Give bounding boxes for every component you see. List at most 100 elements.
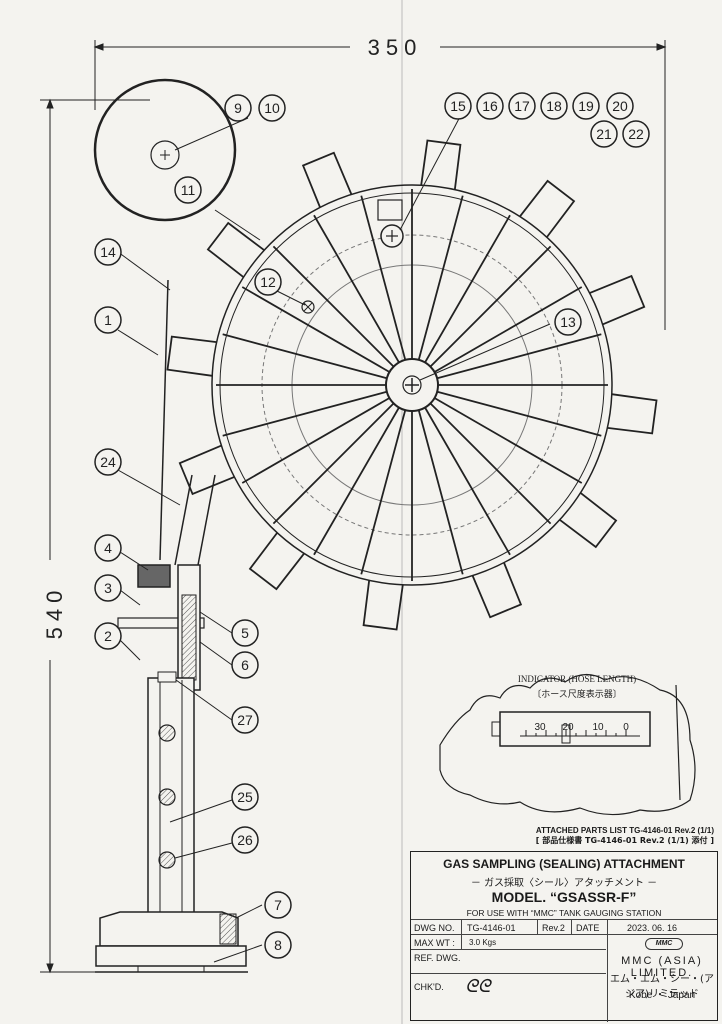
reel-paddle bbox=[166, 335, 217, 377]
reel-spoke bbox=[411, 384, 602, 437]
reel-spoke bbox=[411, 214, 511, 386]
svg-text:3: 3 bbox=[104, 580, 112, 596]
reel-spoke bbox=[241, 286, 413, 386]
reel-spoke bbox=[360, 384, 413, 575]
svg-text:20: 20 bbox=[612, 98, 628, 114]
width-dimension-text: 350 bbox=[368, 35, 423, 60]
reel-paddle bbox=[589, 274, 646, 326]
reel-spoke bbox=[360, 195, 413, 386]
indicator-label: INDICATOR (HOSE LENGTH) bbox=[518, 674, 636, 684]
svg-text:25: 25 bbox=[237, 789, 253, 805]
svg-text:5: 5 bbox=[241, 625, 249, 641]
callout-18: 18 bbox=[540, 92, 568, 120]
svg-text:12: 12 bbox=[260, 274, 276, 290]
callout-10: 10 bbox=[258, 94, 286, 122]
indicator-ticks bbox=[525, 730, 627, 736]
svg-text:17: 17 bbox=[514, 98, 530, 114]
parts-list-en: ATTACHED PARTS LIST TG-4146-01 Rev.2 (1/… bbox=[535, 826, 714, 835]
reel-spoke bbox=[411, 384, 552, 525]
checker-signature: ᘓᘓ bbox=[465, 976, 491, 997]
callout-1: 1 bbox=[94, 306, 122, 334]
chkd-label: CHK'D. bbox=[414, 982, 444, 992]
reel-arm bbox=[159, 279, 216, 566]
reel-spoke bbox=[313, 384, 413, 556]
screw-12 bbox=[301, 300, 315, 314]
ref-dwg-label: REF. DWG. bbox=[414, 953, 461, 963]
callout-16: 16 bbox=[476, 92, 504, 120]
reel-paddle bbox=[301, 151, 353, 208]
reel-spoke bbox=[222, 384, 413, 437]
callout-22: 22 bbox=[622, 120, 650, 148]
reel-paddle bbox=[559, 492, 618, 549]
parts-list-jp: [ 部品仕様書 TG-4146-01 Rev.2 (1/1) 添付 ] bbox=[535, 836, 714, 845]
drawing-title-jp: － ガス採取〈シール〉アタッチメント － bbox=[470, 878, 658, 889]
detail-circle bbox=[93, 78, 261, 241]
knob-15 bbox=[377, 199, 404, 248]
company-logo: MMC bbox=[645, 938, 683, 950]
svg-text:13: 13 bbox=[560, 314, 576, 330]
callout-3: 3 bbox=[94, 574, 122, 602]
max-wt-label: MAX WT : bbox=[414, 938, 455, 948]
title-block: GAS SAMPLING (SEALING) ATTACHMENT － ガス採取… bbox=[410, 851, 718, 1022]
svg-text:15: 15 bbox=[450, 98, 466, 114]
callout-9: 9 bbox=[224, 94, 252, 122]
reel-spoke bbox=[411, 333, 602, 386]
callout-25: 25 bbox=[231, 783, 259, 811]
drawing-title: GAS SAMPLING (SEALING) ATTACHMENT bbox=[443, 857, 685, 871]
indicator-scale-10: 10 bbox=[592, 722, 604, 733]
reel-spoke bbox=[313, 214, 413, 386]
reel-paddle bbox=[471, 562, 523, 619]
svg-text:7: 7 bbox=[274, 897, 282, 913]
callout-26: 26 bbox=[231, 826, 259, 854]
indicator-inset bbox=[439, 673, 696, 816]
indicator-scale-20: 20 bbox=[562, 722, 574, 733]
reel-paddle bbox=[178, 444, 235, 496]
revision: Rev.2 bbox=[542, 923, 565, 933]
reel-paddle bbox=[362, 580, 404, 631]
svg-text:21: 21 bbox=[596, 126, 612, 142]
svg-text:19: 19 bbox=[578, 98, 594, 114]
svg-text:26: 26 bbox=[237, 832, 253, 848]
hose-reel bbox=[166, 139, 658, 631]
svg-text:10: 10 bbox=[264, 100, 280, 116]
callout-19: 19 bbox=[572, 92, 600, 120]
for-use-note: FOR USE WITH “MMC” TANK GAUGING STATION bbox=[466, 908, 662, 918]
reel-spoke bbox=[272, 245, 413, 386]
callout-15: 15 bbox=[444, 92, 472, 120]
callout-17: 17 bbox=[508, 92, 536, 120]
svg-text:6: 6 bbox=[241, 657, 249, 673]
width-dimension bbox=[93, 40, 667, 330]
callout-21: 21 bbox=[590, 120, 618, 148]
svg-text:8: 8 bbox=[274, 937, 282, 953]
svg-text:9: 9 bbox=[234, 100, 242, 116]
reel-paddle bbox=[248, 532, 305, 591]
callout-5: 5 bbox=[231, 619, 259, 647]
callout-12: 12 bbox=[254, 268, 282, 296]
reel-spoke bbox=[411, 384, 464, 575]
max-wt-value: 3.0 Kgs bbox=[469, 938, 497, 947]
dwg-no-value: TG-4146-01 bbox=[467, 923, 516, 933]
callout-8: 8 bbox=[264, 931, 292, 959]
indicator-scale-30: 30 bbox=[534, 722, 546, 733]
reel-rim-outer bbox=[211, 184, 613, 586]
indicator-label-jp: 〔ホース尺度表示器〕 bbox=[532, 688, 622, 700]
reel-paddle bbox=[607, 393, 658, 435]
height-dimension bbox=[40, 98, 150, 974]
height-dimension-text: 540 bbox=[42, 585, 67, 640]
callout-14: 14 bbox=[94, 238, 122, 266]
svg-text:11: 11 bbox=[181, 182, 196, 198]
svg-text:2: 2 bbox=[104, 628, 112, 644]
company-name: MMC (ASIA) LIMITED. bbox=[621, 955, 703, 979]
callout-4: 4 bbox=[94, 534, 122, 562]
reel-paddle bbox=[519, 179, 576, 238]
date-label: DATE bbox=[576, 923, 600, 933]
reel-spoke bbox=[241, 384, 413, 484]
callout-11: 11 bbox=[174, 176, 202, 204]
reel-spoke bbox=[411, 384, 583, 484]
leader-lines bbox=[117, 112, 551, 963]
model-number: MODEL. “GSASSR-F” bbox=[491, 889, 637, 905]
reel-paddle bbox=[206, 221, 265, 278]
svg-text:22: 22 bbox=[628, 126, 644, 142]
